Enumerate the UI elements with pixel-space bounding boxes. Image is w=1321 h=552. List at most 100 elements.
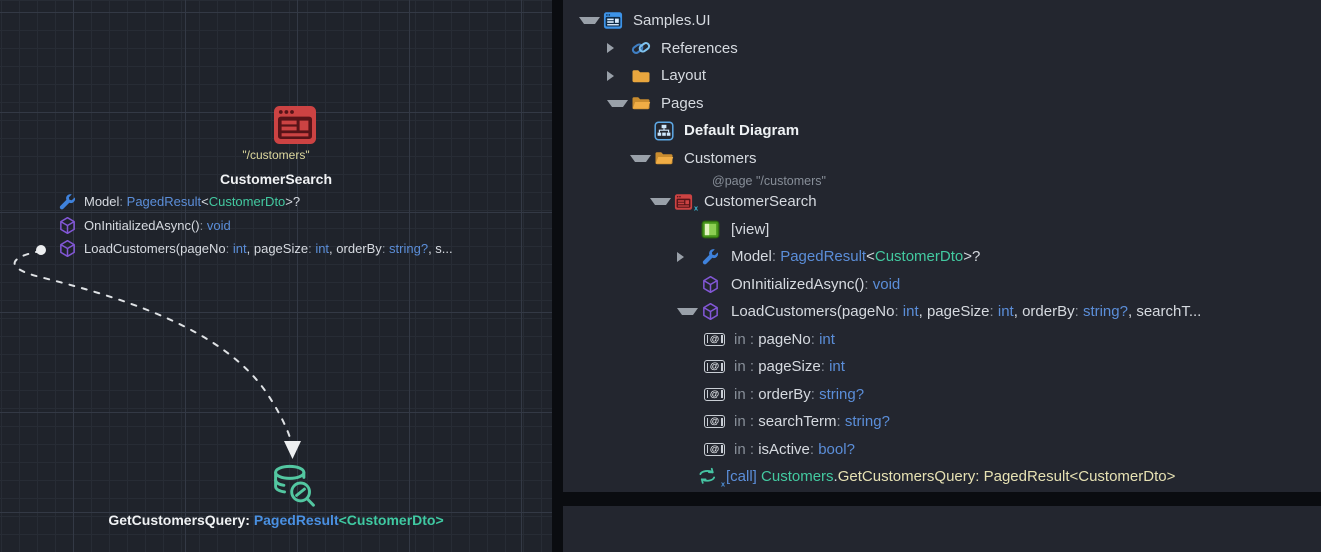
text-segment: searchTerm [758,413,837,431]
text-segment: : [810,330,820,348]
text-segment: >? [963,248,981,266]
text-segment: in : [734,413,759,431]
page-annotation: @page "/customers" [712,174,826,188]
text-segment: CustomerDto [874,248,964,266]
diagram-canvas[interactable]: "/customers" CustomerSearch Model: Paged… [0,0,552,552]
edge-source-dot[interactable] [36,245,46,255]
text-segment: : [820,358,830,376]
text-segment: : [894,303,903,321]
text-segment: OnInitializedAsync() [731,275,865,293]
expander-open-icon[interactable] [607,99,631,107]
tree-item-references[interactable]: References [563,35,1321,63]
text-segment: int [902,303,919,321]
text-segment: GetCustomersQuery: PagedResult<CustomerD… [837,468,1176,486]
node-title: CustomerSearch [219,171,333,187]
text-segment: searchT... [1136,303,1202,321]
member-text: LoadCustomers(pageNo: int, pageSize: int… [84,241,453,256]
tree-item-loadcustomers[interactable]: LoadCustomers(pageNo: int, pageSize: int… [563,298,1321,326]
target-node-label[interactable]: GetCustomersQuery: PagedResult<CustomerD… [0,512,552,528]
node-member-loadcustomers[interactable]: LoadCustomers(pageNo: int, pageSize: int… [56,237,453,261]
text-segment: pageNo [180,241,226,257]
text-segment: Model [84,194,120,210]
call-x-icon: ₓ [720,477,725,490]
text-segment: : [864,275,873,293]
tree-item-label: OnInitializedAsync(): void [731,276,900,293]
tree-item-param-orderby[interactable]: @ in : orderBy: string? [563,381,1321,409]
text-segment: PagedResult [253,512,339,528]
text-segment: int [997,303,1014,321]
text-segment: int [315,241,330,257]
text-segment: <CustomerDto> [338,512,444,528]
text-segment: PagedResult [780,248,867,266]
text-segment: . [833,468,838,486]
expander-open-icon[interactable] [677,308,701,316]
text-segment: pageSize [758,358,821,376]
diagram-icon [654,121,684,141]
text-segment: : [836,413,845,431]
get-customers-query-icon[interactable] [268,462,318,511]
expander-open-icon[interactable] [630,154,654,162]
text-segment: orderBy [336,241,382,257]
node-member-oninitialized[interactable]: OnInitializedAsync(): void [56,214,453,238]
tree-item-label: in : searchTerm: string? [734,413,890,430]
tree-item-label: [call] Customers.GetCustomersQuery: Page… [726,468,1175,485]
tree-item-label: in : pageSize: int [734,358,845,375]
folder-icon [631,66,661,86]
text-segment: : [308,241,316,257]
text-segment: : [771,248,781,266]
text-segment: string? [819,385,865,403]
tree-item-label: [view] [731,220,770,238]
tree-item-view[interactable]: [view] [563,216,1321,244]
tree-item-param-searchterm[interactable]: @ in : searchTerm: string? [563,408,1321,436]
text-segment: : [989,303,998,321]
text-segment: pageSize [926,303,990,321]
expander-open-icon[interactable] [650,198,674,206]
tree-item-samples-ui[interactable]: Samples.UI [563,7,1321,35]
expander-collapsed-icon[interactable] [607,43,631,54]
node-member-model[interactable]: Model: PagedResult<CustomerDto>? [56,190,453,214]
tree-item-default-diagram[interactable]: Default Diagram [563,117,1321,145]
template-x-icon: ₓ [693,200,698,213]
text-segment: int [829,358,845,376]
text-segment: < [201,194,209,210]
link-icon [631,38,661,58]
tree-item-param-pagesize[interactable]: @ in : pageSize: int [563,353,1321,381]
panel-divider[interactable] [552,0,563,552]
customer-search-node-icon[interactable] [272,103,318,147]
expander-collapsed-icon[interactable] [607,70,631,81]
tree-item-oninitialized[interactable]: OnInitializedAsync(): void [563,271,1321,299]
text-segment: pageNo [758,330,811,348]
model-tree-panel[interactable]: Samples.UI References Layout Pages Defau… [563,0,1321,552]
text-segment: int [232,241,247,257]
text-segment: PagedResult [126,194,202,210]
text-segment: LoadCustomers( [731,303,842,321]
tree-item-param-pageno[interactable]: @ in : pageNo: int [563,326,1321,354]
tree-item-label: CustomerSearch [704,193,817,211]
tree-item-pages[interactable]: Pages [563,90,1321,118]
text-segment: , [918,303,927,321]
tree-item-call[interactable]: ₓ [call] Customers.GetCustomersQuery: Pa… [563,463,1321,491]
tree-item-customers[interactable]: Customers [563,145,1321,173]
text-segment: , [1013,303,1023,321]
expander-open-icon[interactable] [579,17,603,25]
text-segment: string? [389,241,429,257]
cube-icon [56,239,78,258]
text-segment: LoadCustomers( [84,241,181,257]
tree-item-model[interactable]: Model: PagedResult<CustomerDto>? [563,243,1321,271]
tree-item-layout[interactable]: Layout [563,62,1321,90]
call-arrows-icon: ₓ [696,467,726,490]
member-text: Model: PagedResult<CustomerDto>? [84,194,300,209]
text-segment: : [119,194,127,210]
expander-collapsed-icon[interactable] [677,251,701,262]
tree-item-label: References [661,39,738,57]
wrench-icon [701,247,731,266]
text-segment: [call] [726,468,762,486]
text-segment: in : [734,440,759,458]
tree-item-label: LoadCustomers(pageNo: int, pageSize: int… [731,303,1201,320]
text-segment: >? [285,194,301,210]
horizontal-scrollbar[interactable] [563,492,1321,506]
tree-item-param-isactive[interactable]: @ in : isActive: bool? [563,436,1321,464]
tree-item-label: in : orderBy: string? [734,386,864,403]
tree-item-customer-search[interactable]: ₓ CustomerSearch [563,188,1321,216]
text-segment: , s... [428,241,453,257]
